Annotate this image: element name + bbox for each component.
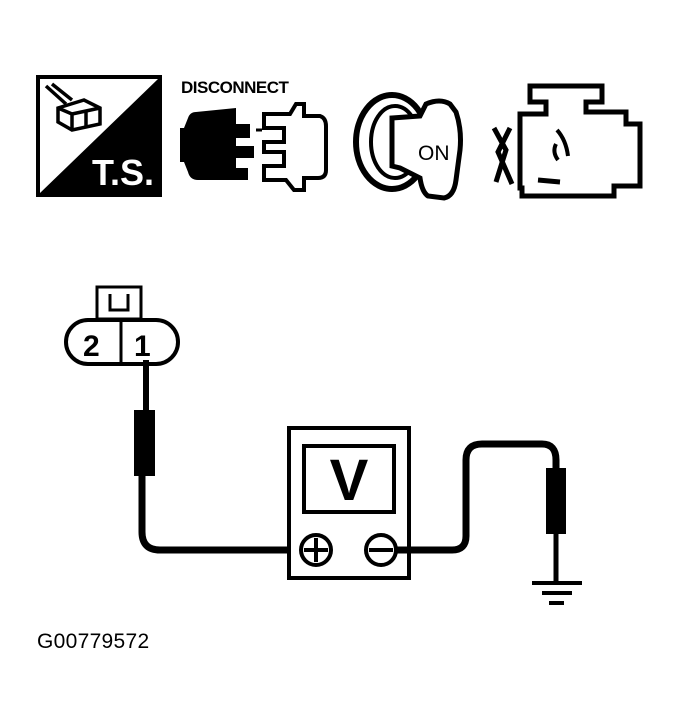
- svg-text:T.S.: T.S.: [92, 152, 154, 193]
- terminal-1-label: 1: [134, 330, 151, 363]
- ground-icon: [532, 581, 582, 605]
- terminal-2-label: 2: [83, 330, 100, 363]
- positive-test-lead: [134, 360, 296, 554]
- voltmeter: V: [287, 426, 411, 580]
- troubleshooting-icon: T.S.: [36, 75, 162, 197]
- svg-text:DISCONNECT: DISCONNECT: [181, 78, 290, 97]
- svg-text:ON: ON: [418, 142, 450, 165]
- disconnect-icon: DISCONNECT: [180, 78, 328, 192]
- ignition-key-on-icon: ON: [353, 92, 463, 201]
- engine-icon: [491, 83, 643, 199]
- figure-id: G00779572: [37, 630, 150, 653]
- connector: 2 1: [64, 285, 180, 366]
- meter-display: V: [330, 448, 369, 513]
- negative-test-lead: [396, 440, 566, 582]
